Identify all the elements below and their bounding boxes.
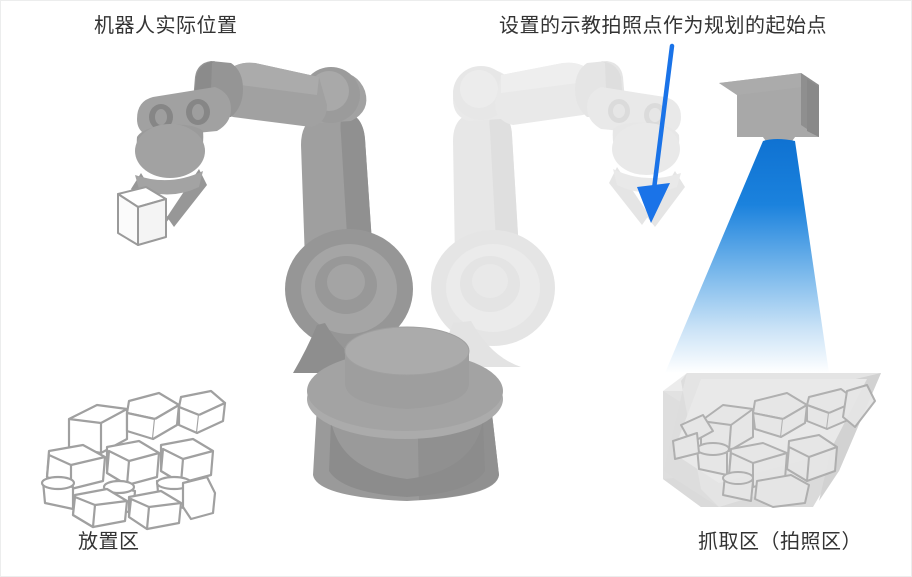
robot-base: [307, 326, 503, 501]
robot-arm-taught-pose: [431, 61, 685, 367]
camera-field-of-view-cone: [665, 139, 829, 373]
gripped-box-part: [117, 186, 167, 246]
label-robot-actual-position: 机器人实际位置: [94, 13, 238, 37]
overhead-camera: [719, 73, 819, 145]
parts-pile-place-zone: [40, 389, 227, 531]
parts-bin-pick-zone: [663, 373, 881, 508]
robot-arm-actual-pose: [117, 61, 413, 373]
label-pick-zone: 抓取区（拍照区）: [698, 529, 862, 553]
label-place-zone: 放置区: [78, 529, 140, 553]
pointer-arrow-to-taught-point: [637, 43, 675, 223]
label-taught-photo-point: 设置的示教拍照点作为规划的起始点: [499, 13, 827, 37]
